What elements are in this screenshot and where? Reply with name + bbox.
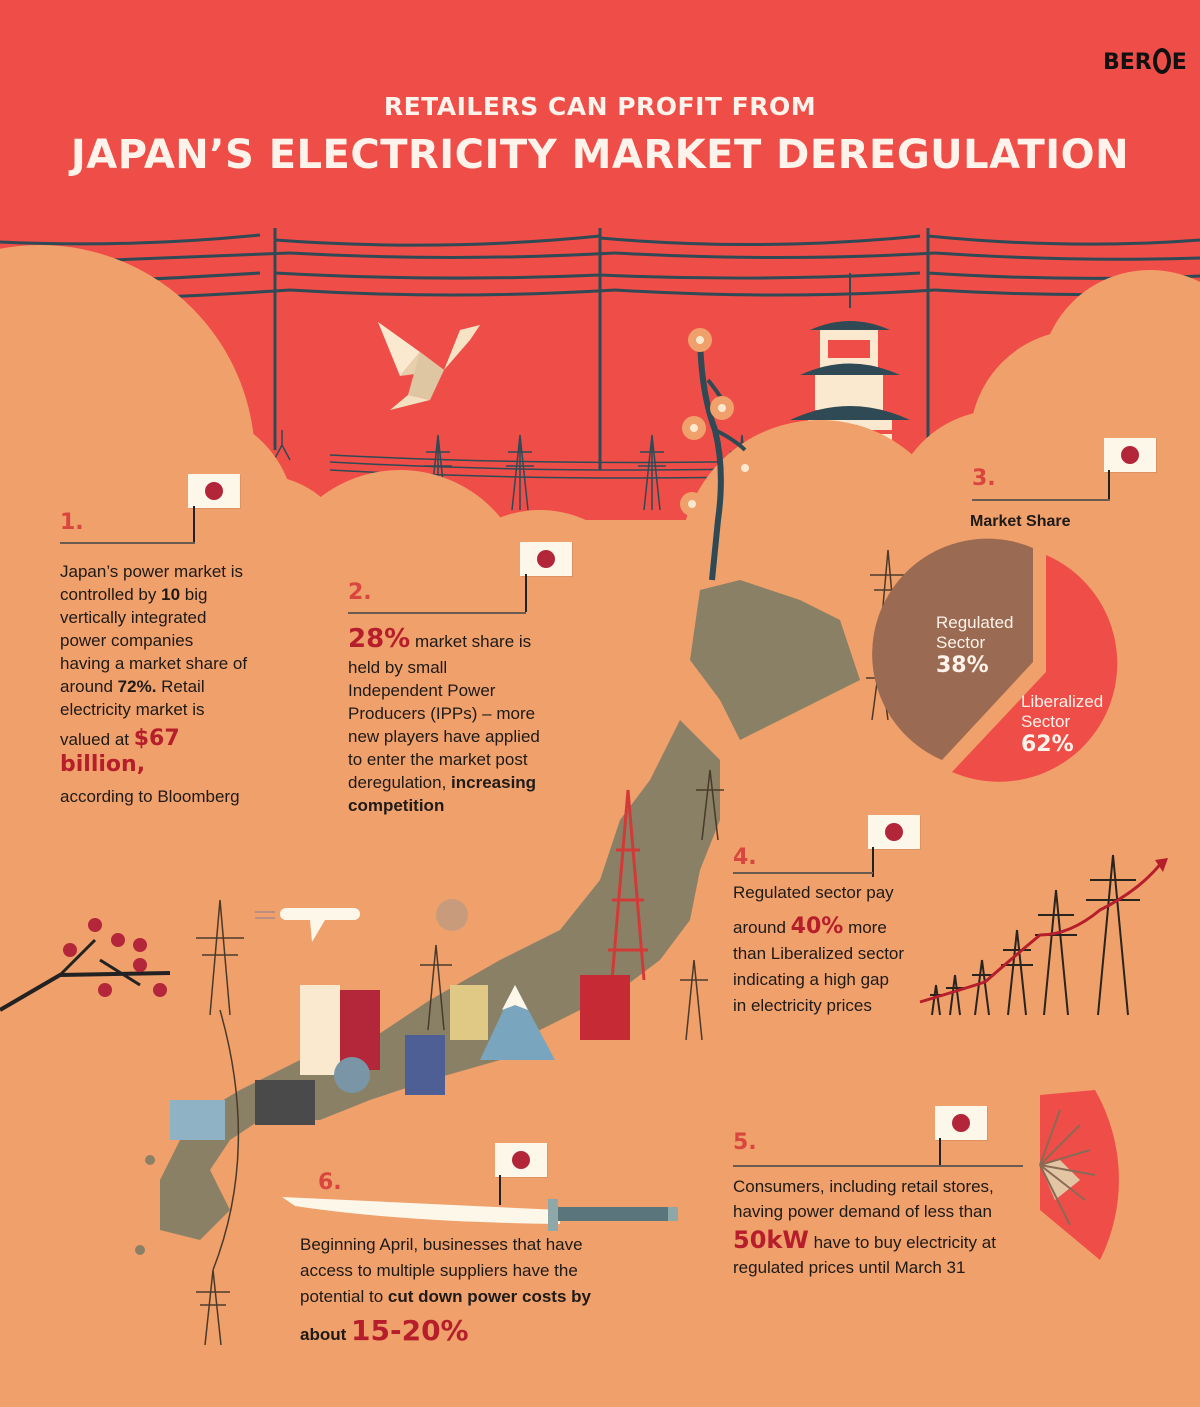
rising-pylons-icon bbox=[930, 854, 1140, 1016]
folding-fan-icon bbox=[1039, 1090, 1119, 1260]
divider bbox=[733, 1165, 1023, 1167]
price-gap-highlight: 40% bbox=[790, 914, 844, 939]
mount-fuji-icon bbox=[480, 985, 555, 1060]
point-number: 6. bbox=[318, 1170, 342, 1195]
flag-pole bbox=[1108, 470, 1110, 500]
pie-label-regulated: Regulated Sector 38% bbox=[936, 613, 1014, 678]
japan-flag-icon bbox=[495, 1143, 547, 1177]
flag-pole bbox=[872, 847, 874, 877]
flag-pole bbox=[939, 1138, 941, 1166]
flag-pole bbox=[525, 574, 527, 612]
japan-flag-icon bbox=[188, 474, 240, 508]
divider bbox=[348, 612, 526, 614]
point-number: 4. bbox=[733, 845, 757, 870]
maple-branch-icon bbox=[0, 918, 171, 1012]
point-1-text: Japan’s power market is controlled by 10… bbox=[60, 562, 248, 806]
divider bbox=[60, 542, 195, 544]
growth-trend-arrow-icon bbox=[919, 861, 1164, 1004]
landmark-buildings-icon bbox=[170, 899, 630, 1140]
logo-o-ring-icon bbox=[1152, 48, 1171, 74]
chart-title: Market Share bbox=[970, 513, 1071, 530]
demand-threshold-highlight: 50kW bbox=[733, 1226, 809, 1254]
point-5-text: Consumers, including retail stores, havi… bbox=[733, 1177, 996, 1277]
arrowhead-icon bbox=[1155, 858, 1168, 872]
point-4-text: Regulated sector pay around 40% more tha… bbox=[733, 883, 905, 1015]
point-number: 5. bbox=[733, 1130, 757, 1155]
point-2-text: 28% market share is held by small Indepe… bbox=[348, 624, 540, 815]
katana-icon bbox=[282, 1197, 678, 1231]
cherry-blossom-tree-icon bbox=[680, 328, 757, 581]
tokyo-tower-icon bbox=[608, 789, 648, 981]
point-number: 1. bbox=[60, 510, 84, 535]
page-title: JAPAN’S ELECTRICITY MARKET DEREGULATION bbox=[70, 132, 1130, 178]
japan-flag-icon bbox=[868, 815, 920, 849]
japan-flag-icon bbox=[1104, 438, 1156, 472]
divider bbox=[733, 872, 873, 874]
pie-slice-liberalized bbox=[952, 555, 1118, 782]
point-number: 3. bbox=[972, 466, 996, 491]
divider bbox=[972, 499, 1110, 501]
pylon-icon bbox=[196, 549, 906, 1346]
point-6-text: Beginning April, businesses that have ac… bbox=[300, 1235, 591, 1347]
flag-pole bbox=[499, 1175, 501, 1205]
savings-highlight: 15-20% bbox=[351, 1314, 469, 1347]
airplane-icon bbox=[255, 908, 360, 942]
market-value-highlight: $67 bbox=[133, 726, 180, 751]
market-share-pie-chart bbox=[872, 538, 1118, 782]
origami-bird-icon bbox=[378, 322, 480, 410]
pie-slice-regulated bbox=[872, 538, 1033, 760]
point-number: 2. bbox=[348, 580, 372, 605]
pie-label-liberalized: Liberalized Sector 62% bbox=[1021, 692, 1104, 757]
japan-flag-icon bbox=[520, 542, 572, 576]
page-subtitle: RETAILERS CAN PROFIT FROM bbox=[383, 92, 817, 121]
ipp-share-highlight: 28% bbox=[348, 624, 411, 654]
flag-pole bbox=[193, 506, 195, 542]
japan-flag-icon bbox=[935, 1106, 987, 1140]
